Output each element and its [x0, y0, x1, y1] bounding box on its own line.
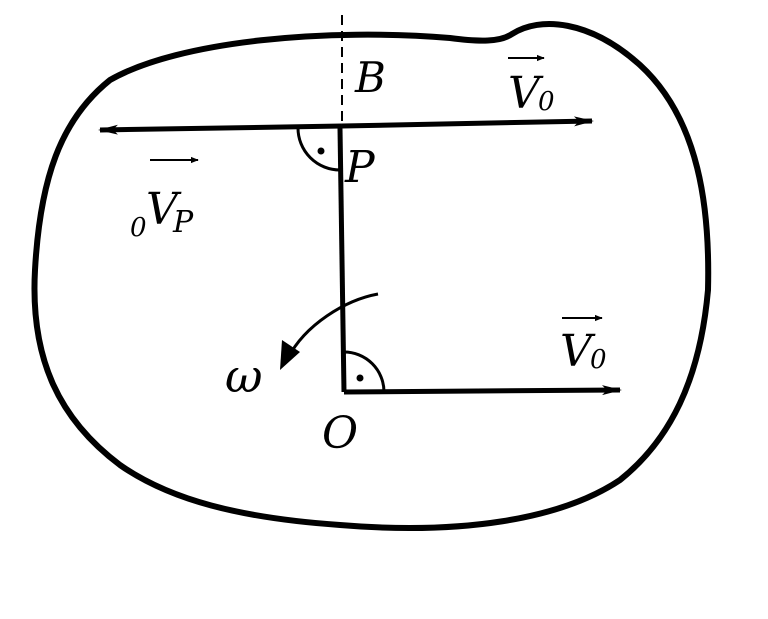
body-outline — [31, 21, 712, 531]
label-v-p-sub: P — [172, 205, 194, 240]
label-omega: ω — [225, 349, 263, 403]
v-o-top-arrow — [341, 116, 594, 129]
right-angle-mark-o — [343, 350, 386, 393]
v-p-arrow — [98, 123, 343, 135]
label-v-o-top-sub: 0 — [538, 87, 555, 117]
label-v-p: 0 V P — [130, 156, 199, 243]
omega-arrow-head — [280, 340, 300, 370]
label-v-o-bottom-v: V — [560, 326, 596, 377]
label-o: O — [322, 408, 358, 459]
label-v-o-bottom-sub: 0 — [590, 345, 607, 375]
v-o-bottom-arrow — [343, 385, 622, 396]
label-b: B — [354, 53, 386, 102]
label-v-o-top-v: V — [508, 68, 544, 119]
omega-rotation-arrow — [286, 292, 379, 359]
line-p-o — [337, 127, 347, 393]
label-v-o-bottom: V 0 — [560, 314, 607, 377]
right-angle-mark-p — [296, 127, 341, 172]
label-v-o-top: V 0 — [508, 54, 555, 119]
label-v-p-v: V — [146, 184, 182, 235]
label-p: P — [344, 142, 376, 193]
label-v-p-pre: 0 — [130, 213, 147, 243]
right-angle-dot-o — [356, 374, 364, 382]
right-angle-dot-p — [317, 147, 325, 155]
